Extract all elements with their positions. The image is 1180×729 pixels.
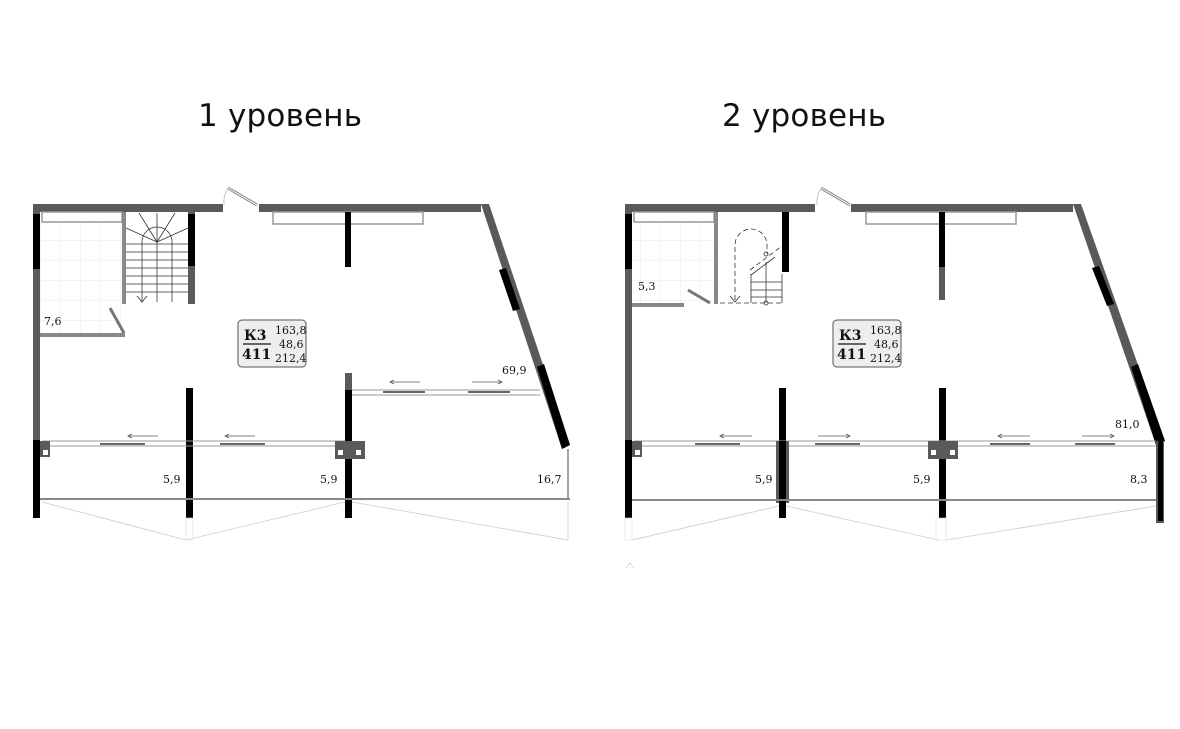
living-area: 48,6 [279,338,304,351]
partition-wall [632,303,684,307]
balcony-middle-area: 5,9 [320,473,338,486]
arrow-right-icon [818,433,851,439]
load-bearing-wall [1131,364,1165,445]
bathroom-door-icon [108,307,126,334]
partition-wall [40,333,125,337]
main-room-area: 81,0 [1115,418,1140,431]
load-bearing-wall [782,212,789,272]
apartment-type: К3 [839,328,861,344]
arrow-left-icon [224,433,255,439]
exterior-wall [625,204,632,518]
balcony-outline [785,505,940,541]
load-bearing-wall [537,364,570,449]
sliding-door [352,389,540,396]
bathroom-floor-tiles [40,222,122,334]
arrow-left-icon [389,379,420,385]
load-bearing-wall [33,440,40,518]
exterior-wall [259,204,481,212]
level-2-plan: 5,3 81,0 [624,186,1165,569]
load-bearing-wall [625,214,632,269]
load-bearing-wall [939,212,945,267]
staircase-icon [720,228,783,306]
apartment-badge: К3 411 163,8 48,6 212,4 [237,319,307,368]
arrow-left-icon [719,433,752,439]
partition-wall [714,212,718,304]
apartment-badge: К3 411 163,8 48,6 212,4 [832,319,902,368]
total-area: 163,8 [275,324,307,337]
load-bearing-wall [499,268,520,311]
load-bearing-wall [625,440,632,518]
level-1-title: 1 уровень [198,98,363,134]
level-2-title: 2 уровень [722,98,887,134]
main-room-area: 69,9 [502,364,527,377]
exterior-wall [33,204,223,212]
load-bearing-wall [186,388,193,518]
load-bearing-wall [1092,266,1114,306]
column [632,441,642,457]
level-1-plan: 7,6 69,9 [33,186,570,541]
window [633,211,715,223]
apartment-number: 411 [837,347,866,363]
exterior-wall [851,204,1073,212]
sliding-door [42,440,345,447]
arrow-right-icon [1082,433,1115,439]
balcony-left-area: 5,9 [755,473,773,486]
entrance-door-icon [223,186,258,207]
overall-area: 212,4 [275,352,307,365]
balcony-outline [351,501,569,541]
bathroom-door-icon [687,288,711,305]
bathroom-area: 5,3 [638,280,656,293]
exterior-wall [625,204,815,212]
balcony-right-area: 8,3 [1130,473,1148,486]
total-area: 163,8 [870,324,902,337]
entrance-door-icon [816,186,851,207]
load-bearing-wall [188,214,195,266]
load-bearing-wall [345,212,351,267]
bathroom-floor-tiles [632,222,714,304]
caret-up-icon [625,562,635,569]
window [41,211,123,223]
overall-area: 212,4 [870,352,902,365]
staircase-icon [125,212,189,303]
arrow-left-icon [997,433,1030,439]
balcony-outline [631,505,780,541]
load-bearing-wall [33,214,40,269]
balcony-outline [41,501,346,541]
arrow-right-icon [472,379,503,385]
balcony-middle-area: 5,9 [913,473,931,486]
exterior-wall [33,204,40,518]
arrow-left-icon [127,433,158,439]
apartment-type: К3 [244,328,266,344]
living-area: 48,6 [874,338,899,351]
apartment-number: 411 [242,347,271,363]
sliding-door [634,440,1156,447]
column [40,441,50,457]
bathroom-area: 7,6 [44,315,62,328]
balcony-left-area: 5,9 [163,473,181,486]
partition-wall [122,212,126,304]
balcony-right-area: 16,7 [537,473,562,486]
balcony-outline [945,505,1157,541]
